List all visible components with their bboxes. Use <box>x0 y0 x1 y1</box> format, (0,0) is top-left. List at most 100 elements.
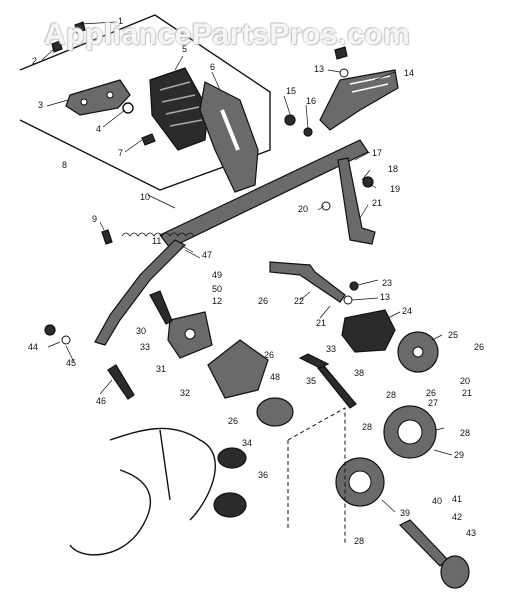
part-34-disc <box>256 397 294 427</box>
leader-lines <box>41 21 453 513</box>
part-20-clip <box>321 201 331 211</box>
part-1-screw <box>74 21 86 34</box>
part-43-head <box>440 555 470 589</box>
callout-31: 31 <box>156 364 166 374</box>
callout-22: 22 <box>294 296 304 306</box>
callout-34: 34 <box>242 438 252 448</box>
part-47-long-arm <box>94 239 187 346</box>
part-13b-washer <box>343 295 353 305</box>
callout-28c: 28 <box>362 422 372 432</box>
part-24-block <box>341 309 396 353</box>
callout-21c: 21 <box>462 388 472 398</box>
panel-dashed-outline <box>287 407 346 545</box>
callout-24: 24 <box>402 306 412 316</box>
callout-42: 42 <box>452 512 462 522</box>
callout-7: 7 <box>118 148 123 158</box>
callout-12: 12 <box>212 296 222 306</box>
callout-32: 32 <box>180 388 190 398</box>
callout-38: 38 <box>354 368 364 378</box>
callout-25: 25 <box>448 330 458 340</box>
callout-15: 15 <box>286 86 296 96</box>
part-19-nut <box>362 176 374 188</box>
part-43-plunger <box>398 519 449 567</box>
part-30-bolt <box>149 290 173 325</box>
callout-26c: 26 <box>228 416 238 426</box>
callout-14: 14 <box>404 68 414 78</box>
part-14-lever <box>319 69 399 131</box>
part-12-screw-top <box>334 46 348 60</box>
part-16-nut <box>303 127 313 137</box>
callout-3: 3 <box>38 100 43 110</box>
callout-28a: 28 <box>386 390 396 400</box>
part-44-nut <box>44 324 56 336</box>
callout-47: 47 <box>202 250 212 260</box>
part-46-pin <box>107 364 135 400</box>
part-7-screw <box>141 133 156 146</box>
callout-45: 45 <box>66 358 76 368</box>
callout-27: 27 <box>428 398 438 408</box>
callout-2: 2 <box>32 56 37 66</box>
callout-20a: 20 <box>298 204 308 214</box>
part-6-cam-plate <box>199 81 259 193</box>
callout-48: 48 <box>270 372 280 382</box>
callout-19: 19 <box>390 184 400 194</box>
callout-23: 23 <box>382 278 392 288</box>
part-22-link <box>269 261 346 303</box>
part-45-washer <box>61 335 71 345</box>
callout-26b: 26 <box>264 350 274 360</box>
callout-9: 9 <box>92 214 97 224</box>
callout-50: 50 <box>212 284 222 294</box>
callout-41: 41 <box>452 494 462 504</box>
part-33b-bolt <box>298 353 330 369</box>
callout-11: 11 <box>152 236 161 246</box>
callout-39: 39 <box>400 508 410 518</box>
callout-28b: 28 <box>460 428 470 438</box>
callout-5: 5 <box>182 44 187 54</box>
callout-36: 36 <box>258 470 268 480</box>
callout-26e: 26 <box>426 388 436 398</box>
main-link-bar <box>159 139 369 249</box>
part-15-bolt <box>284 114 296 126</box>
callout-17: 17 <box>372 148 382 158</box>
callout-numbers: 1 2 3 4 5 6 7 8 9 10 11 12 13 13 14 15 1… <box>28 16 484 546</box>
part-13-washer <box>339 68 349 78</box>
callout-10: 10 <box>140 192 150 202</box>
callout-44: 44 <box>28 342 38 352</box>
callout-28d: 28 <box>354 536 364 546</box>
callout-26a: 26 <box>258 296 268 306</box>
assembly-group-outline <box>19 14 271 191</box>
part-9-screw <box>101 229 113 245</box>
callout-33a: 33 <box>140 342 150 352</box>
callout-4: 4 <box>96 124 101 134</box>
callout-26d: 26 <box>474 342 484 352</box>
switch-knob-lower <box>213 492 247 518</box>
callout-6: 6 <box>210 62 215 72</box>
part-17-vertical-bar <box>337 157 376 245</box>
callout-21a: 21 <box>372 198 382 208</box>
callout-49: 49 <box>212 270 222 280</box>
part-32-cam-disk <box>207 339 269 399</box>
callout-13a: 13 <box>314 64 324 74</box>
switch-knob-upper <box>217 447 247 469</box>
part-5-cam-block <box>149 67 209 151</box>
callout-33b: 33 <box>326 344 336 354</box>
part-23-nut <box>349 281 359 291</box>
callout-8: 8 <box>62 160 67 170</box>
callout-18: 18 <box>388 164 398 174</box>
callout-1: 1 <box>118 16 123 26</box>
part-38-pin <box>316 365 357 409</box>
callout-20b: 20 <box>460 376 470 386</box>
callout-29: 29 <box>454 450 464 460</box>
callout-30: 30 <box>136 326 146 336</box>
part-11-spring <box>121 232 195 237</box>
callout-43: 43 <box>466 528 476 538</box>
wiring-harness <box>69 427 216 556</box>
callout-40: 40 <box>432 496 442 506</box>
part-2-screw <box>51 40 63 53</box>
callout-35: 35 <box>306 376 316 386</box>
part-4-washer <box>122 102 134 114</box>
callout-16: 16 <box>306 96 316 106</box>
part-3-bracket <box>65 79 131 116</box>
